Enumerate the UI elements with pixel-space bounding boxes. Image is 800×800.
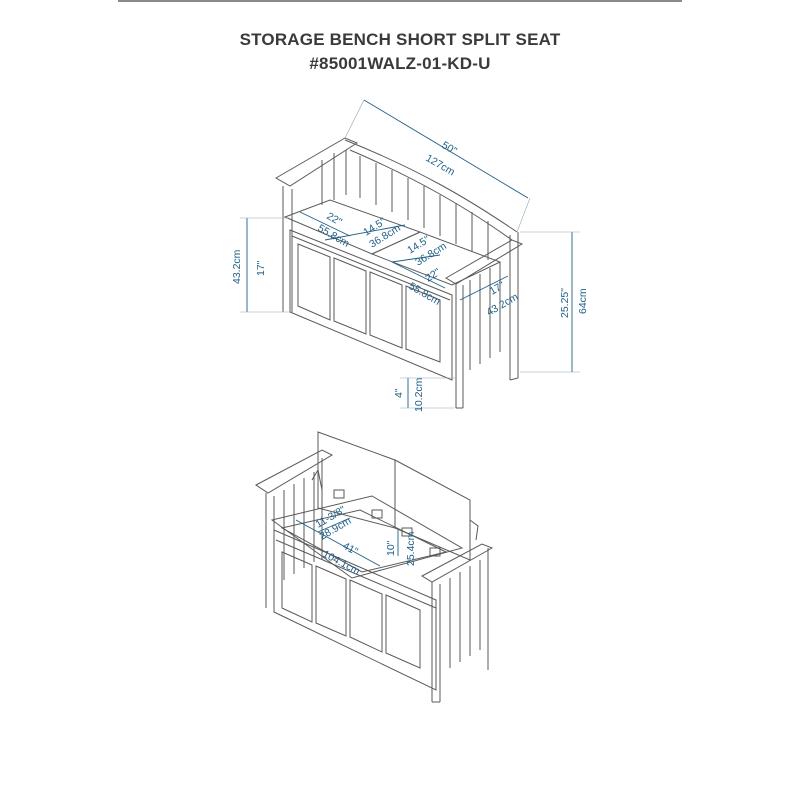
seat-right-depth-in: 22"	[423, 266, 443, 284]
seat-height-in: 17"	[255, 260, 267, 276]
storage-height-in: 10"	[385, 540, 397, 556]
storage-height-cm: 25.4cm	[405, 531, 417, 566]
dimension-lines-bottom	[295, 517, 399, 567]
total-height-in: 25.25"	[559, 288, 571, 318]
page-title: STORAGE BENCH SHORT SPLIT SEAT	[239, 30, 561, 49]
title-block: STORAGE BENCH SHORT SPLIT SEAT #85001WAL…	[0, 28, 800, 76]
total-height-cm: 64cm	[577, 288, 589, 314]
bench-closed-drawing	[274, 137, 524, 409]
model-number: #85001WALZ-01-KD-U	[309, 54, 491, 73]
dimension-labels-bottom: 11-3/8" 28.9cm 41" 104.1cm 10" 25.4cm	[314, 504, 418, 578]
bench-open-drawing	[255, 431, 494, 703]
seat-height-cm: 43.2cm	[231, 249, 243, 284]
dimension-labels-top: 50" 127cm 22" 55.8cm 14.5" 36.8cm 14.5" …	[231, 139, 589, 412]
leg-height-cm: 10.2cm	[413, 377, 425, 412]
storage-width-in: 41"	[341, 540, 360, 558]
dimension-lines-top	[240, 99, 580, 409]
top-border-line	[118, 0, 682, 2]
leg-height-in: 4"	[393, 388, 405, 398]
seat-left-depth-cm: 55.8cm	[316, 222, 352, 250]
